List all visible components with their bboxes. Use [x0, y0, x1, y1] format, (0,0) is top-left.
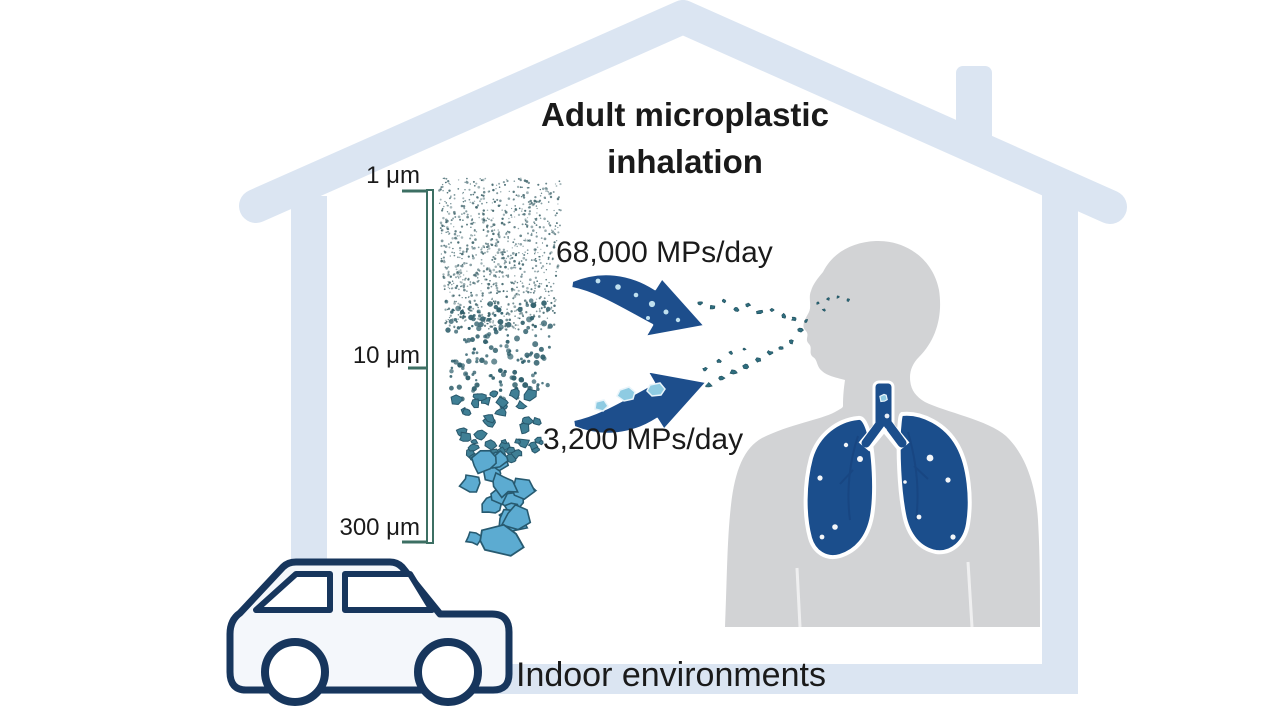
- car-wheel: [414, 638, 482, 706]
- lung-particle-dots: [817, 393, 956, 540]
- left-lung: [803, 415, 877, 559]
- fine-inhalation-rate-label: 68,000 MPs/day: [556, 236, 773, 269]
- arrow-inner-dots: [595, 278, 681, 323]
- footer-label: Indoor environments: [516, 656, 826, 694]
- curved-arrow-fine-icon: [569, 272, 707, 339]
- particle-plume-icon: [438, 177, 562, 557]
- coarse-inhalation-rate-label: 3,200 MPs/day: [543, 423, 744, 456]
- scale-label-300um: 300 μm: [339, 514, 420, 541]
- figure-title-line2: inhalation: [607, 142, 763, 180]
- figure-title: Adult microplastic inhalation: [420, 92, 950, 186]
- right-wall: [1042, 190, 1078, 694]
- figure-title-line1: Adult microplastic: [541, 96, 829, 133]
- car-icon: [226, 558, 513, 706]
- arm-crease: [795, 567, 802, 628]
- car-window-rear: [342, 571, 435, 613]
- car-wheel: [261, 638, 329, 706]
- car-window-front: [253, 571, 333, 613]
- bronchial-branches: [839, 431, 929, 521]
- curved-arrow-coarse-icon: [571, 369, 709, 436]
- person-silhouette-icon: [725, 240, 1040, 628]
- arrow-inner-particles: [594, 382, 666, 412]
- scale-label-1um: 1 μm: [366, 162, 420, 189]
- size-scale-bracket-icon: [402, 189, 434, 544]
- roof-icon: [239, 0, 1127, 224]
- scale-label-10um: 10 μm: [352, 342, 420, 369]
- arm-crease: [966, 561, 974, 628]
- lungs-icon: [803, 380, 972, 559]
